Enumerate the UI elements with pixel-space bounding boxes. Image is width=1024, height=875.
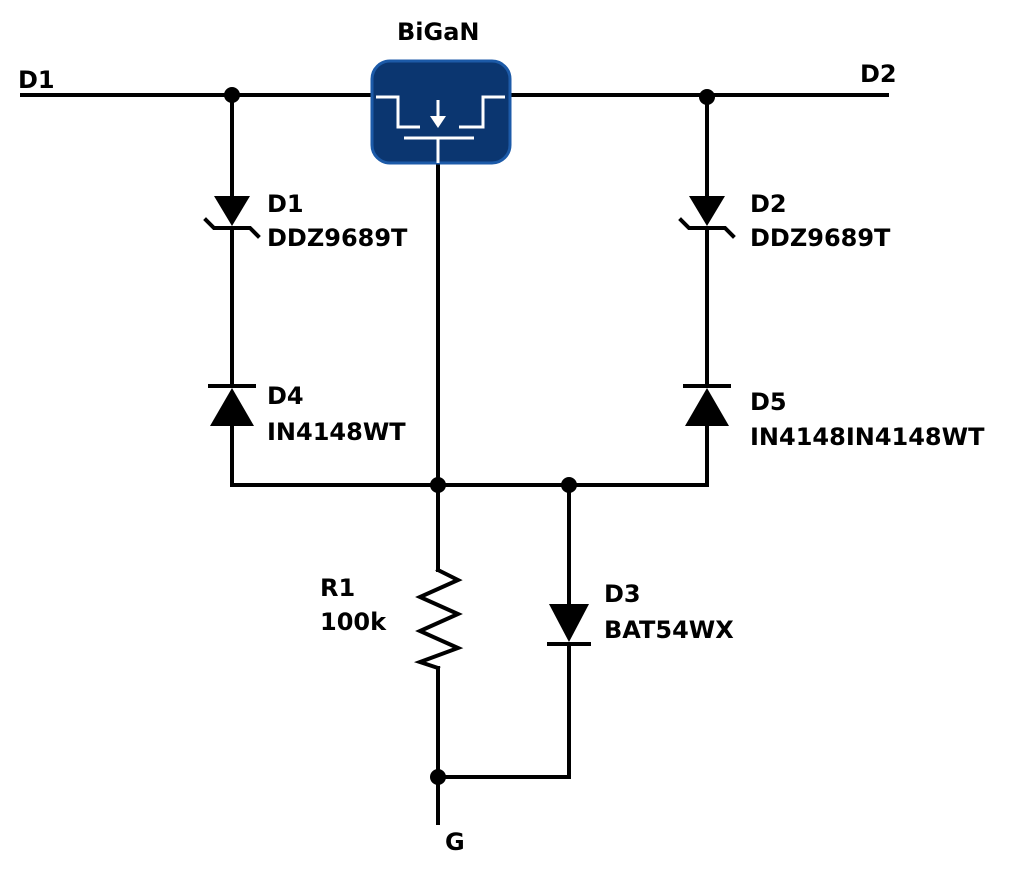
junction-node bbox=[561, 477, 577, 493]
transistor-right-lead bbox=[459, 95, 505, 129]
resistor-r1 bbox=[413, 567, 464, 671]
zener-diode-icon bbox=[214, 196, 250, 226]
diode-left bbox=[208, 384, 256, 426]
diode-icon bbox=[685, 388, 729, 426]
wires bbox=[20, 93, 889, 825]
zener-right-ref: D2 bbox=[750, 190, 787, 218]
zener-left-part: DDZ9689T bbox=[267, 224, 408, 252]
junction-node bbox=[430, 477, 446, 493]
zener-diode-right bbox=[678, 196, 736, 239]
diode-left-part: IN4148WT bbox=[267, 418, 406, 446]
diode-right-part: IN4148IN4148WT bbox=[750, 423, 985, 451]
transistor-arrow bbox=[430, 116, 446, 128]
terminal-label-d1: D1 bbox=[18, 66, 55, 94]
terminal-label-g: G bbox=[445, 828, 465, 856]
bigan-transistor bbox=[370, 59, 512, 165]
resistor-ref: R1 bbox=[320, 574, 355, 602]
zener-left-ref: D1 bbox=[267, 190, 304, 218]
junctions bbox=[224, 87, 715, 785]
diode-right bbox=[683, 384, 731, 426]
schottky-ref: D3 bbox=[604, 580, 641, 608]
bigan-transistor-icon bbox=[370, 59, 512, 165]
zener-diode-left bbox=[203, 196, 261, 239]
zener-cathode-bar bbox=[203, 217, 261, 239]
diode-left-ref: D4 bbox=[267, 382, 304, 410]
transistor-left-lead bbox=[376, 95, 420, 129]
labels: D1 D2 G BiGaN D1 DDZ9689T D2 DDZ9689T D4… bbox=[18, 18, 985, 856]
resistor-value: 100k bbox=[320, 608, 387, 636]
transistor-label: BiGaN bbox=[397, 18, 480, 46]
diode-icon bbox=[549, 604, 589, 642]
terminal-label-d2: D2 bbox=[860, 60, 897, 88]
junction-node bbox=[699, 89, 715, 105]
diode-right-ref: D5 bbox=[750, 388, 787, 416]
zener-cathode-bar bbox=[678, 217, 736, 239]
schottky-diode-d3 bbox=[547, 604, 591, 646]
diode-icon bbox=[210, 388, 254, 426]
junction-node bbox=[224, 87, 240, 103]
junction-node bbox=[430, 769, 446, 785]
zener-diode-icon bbox=[689, 196, 725, 226]
resistor-icon bbox=[413, 567, 464, 671]
schottky-part: BAT54WX bbox=[604, 616, 734, 644]
zener-right-part: DDZ9689T bbox=[750, 224, 891, 252]
